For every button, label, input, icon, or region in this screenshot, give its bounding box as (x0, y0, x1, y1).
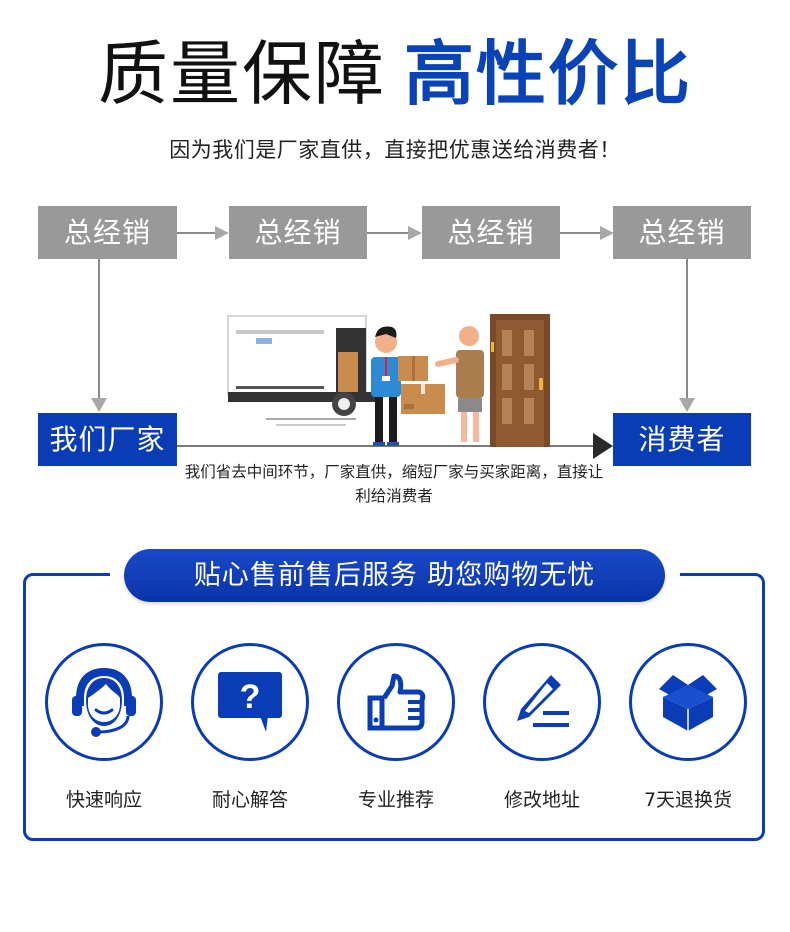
svg-text:?: ? (240, 678, 261, 716)
arrow-right-icon (600, 226, 614, 240)
service-label: 快速响应 (65, 789, 142, 811)
arrow-down-icon (679, 398, 695, 412)
flow-caption: 我们省去中间环节，厂家直供，缩短厂家与买家距离，直接让利给消费者 (184, 463, 604, 505)
consumer-box: 消费者 (613, 413, 751, 466)
icon-circle: ? (191, 643, 309, 761)
service-label: 专业推荐 (357, 789, 434, 811)
arrow-right-icon (593, 433, 613, 459)
service-label: 7天退换货 (643, 789, 733, 811)
factory-box: 我们厂家 (38, 413, 177, 466)
headline-quality: 质量保障 (98, 33, 386, 115)
icon-circle (337, 643, 455, 761)
connector-line (560, 232, 601, 234)
icon-circle (629, 643, 747, 761)
services-title: 贴心售前售后服务 助您购物无忧 (124, 549, 665, 602)
open-box-icon (659, 675, 717, 731)
connector-line (177, 232, 217, 234)
connector-line (98, 259, 100, 399)
icon-circle (45, 643, 163, 761)
page-subtitle: 因为我们是厂家直供，直接把优惠送给消费者！ (169, 138, 621, 162)
service-label: 修改地址 (503, 789, 580, 811)
arrow-down-icon (91, 398, 107, 412)
distributor-box-2: 总经销 (229, 206, 367, 259)
service-item-7day-return: 7天退换货 (628, 643, 748, 812)
direct-supply-line (177, 445, 595, 447)
distributor-box-1: 总经销 (38, 206, 177, 259)
distributor-box-4: 总经销 (613, 206, 751, 259)
service-item-patient-answers: ? 耐心解答 (190, 643, 310, 812)
connector-line (367, 232, 409, 234)
thumbs-up-icon (367, 673, 426, 731)
delivery-illustration (227, 314, 550, 447)
icon-circle (483, 643, 601, 761)
distributor-box-3: 总经销 (422, 206, 560, 259)
arrow-right-icon (408, 226, 422, 240)
service-label: 耐心解答 (211, 789, 288, 811)
connector-line (686, 259, 688, 399)
service-item-fast-response: 快速响应 (44, 643, 164, 812)
arrow-right-icon (215, 226, 229, 240)
pencil-edit-icon (517, 675, 569, 727)
headline-value: 高性价比 (404, 33, 692, 115)
service-item-professional-recommendation: 专业推荐 (336, 643, 456, 812)
headset-agent-icon (72, 668, 136, 737)
service-item-change-address: 修改地址 (482, 643, 602, 812)
question-bubble-icon: ? (218, 672, 282, 732)
page-headline: 质量保障高性价比 (0, 32, 790, 116)
